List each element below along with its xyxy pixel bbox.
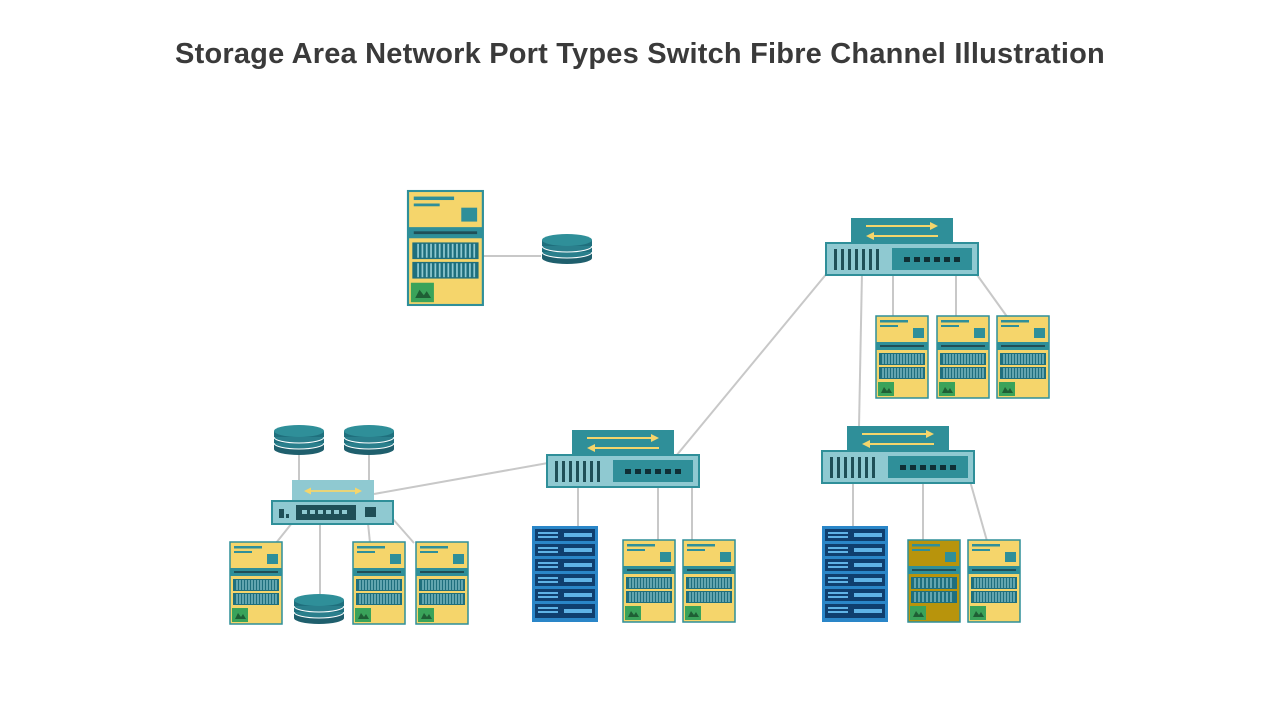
server-tower-icon bbox=[622, 539, 676, 623]
server-tower-icon bbox=[967, 539, 1021, 623]
server-tower-icon bbox=[996, 315, 1050, 399]
link-top-switch-right-switch bbox=[858, 271, 863, 428]
slide-title: Storage Area Network Port Types Switch F… bbox=[175, 38, 1105, 70]
fibre-switch-icon bbox=[825, 217, 979, 276]
connection-lines bbox=[275, 255, 1009, 594]
server-tower-icon bbox=[352, 541, 406, 625]
server-tower-gold-icon bbox=[907, 539, 961, 623]
fibre-switch-icon bbox=[821, 425, 975, 484]
server-tower-icon bbox=[682, 539, 736, 623]
server-tower-icon bbox=[229, 541, 283, 625]
hub-switch-icon bbox=[271, 480, 394, 525]
disk-stack-icon bbox=[293, 593, 345, 625]
server-tower-icon bbox=[936, 315, 990, 399]
blade-rack-icon bbox=[822, 526, 888, 622]
server-tower-icon bbox=[415, 541, 469, 625]
blade-rack-icon bbox=[532, 526, 598, 622]
disk-stack-icon bbox=[541, 233, 593, 265]
fibre-switch-icon bbox=[546, 429, 700, 488]
link-top-switch-middle-switch bbox=[675, 271, 829, 457]
server-tower-icon bbox=[406, 189, 484, 307]
server-tower-icon bbox=[875, 315, 929, 399]
link-middle-switch-left-switch bbox=[373, 462, 549, 495]
disk-stack-icon bbox=[343, 424, 395, 456]
disk-stack-icon bbox=[273, 424, 325, 456]
